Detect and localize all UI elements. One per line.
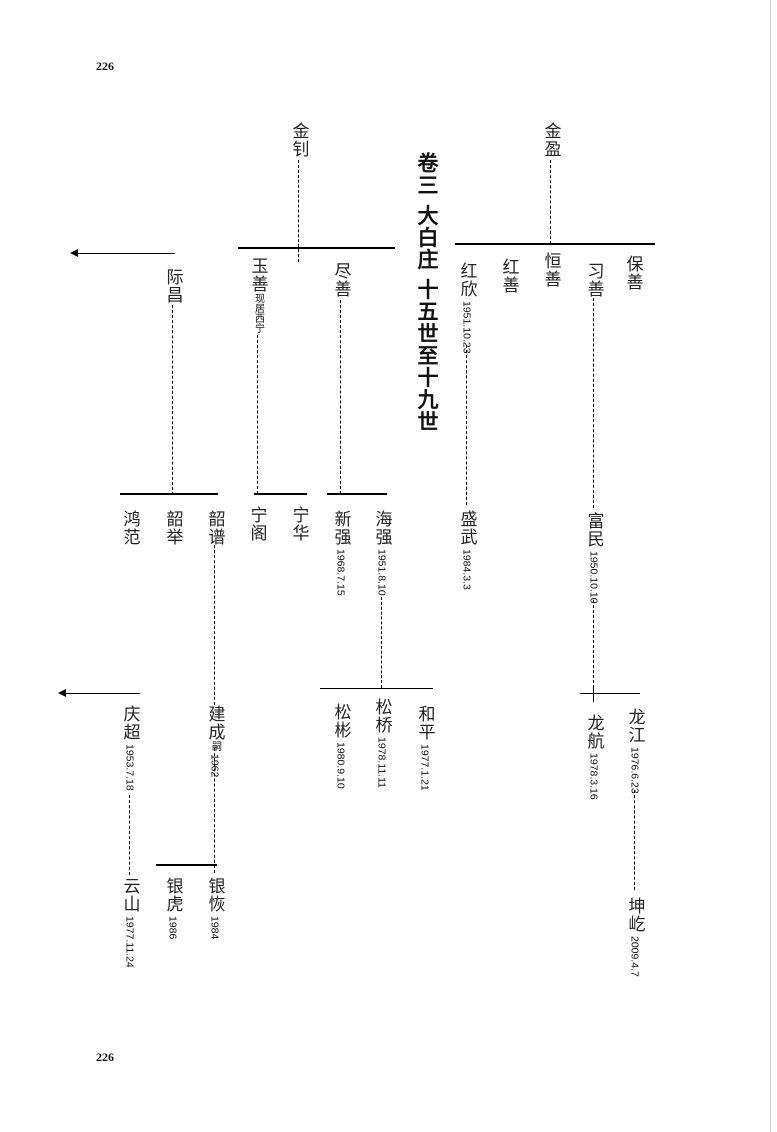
connector [634, 790, 635, 890]
person-node: 龙航1978.3.16 [583, 714, 604, 800]
person-node: 新强1968.7.15 [330, 510, 351, 596]
person-node: 松桥1978.11.11 [371, 698, 392, 788]
connector [172, 305, 173, 495]
connector [214, 545, 215, 705]
person-node: 云山1977.11.24 [119, 877, 140, 968]
sibling-line [455, 243, 655, 245]
person-node: 鸿范 [119, 510, 140, 546]
person-node: 尽善 [330, 262, 351, 298]
page-number-top: 226 [96, 59, 114, 73]
page-edge [770, 0, 771, 1132]
person-node: 银恢1984 [204, 877, 225, 940]
person-node: 红欣1951.10.23 [456, 262, 477, 354]
person-node: 恒善 [540, 252, 561, 288]
connector [340, 300, 341, 494]
person-node: 金盈 [540, 122, 561, 158]
page-title: 卷三 大白庄 十五世至十九世 [415, 152, 439, 433]
person-node: 建成嗣1962 [204, 705, 225, 778]
connector [466, 345, 467, 505]
connector [381, 597, 382, 688]
person-node: 海强1951.8.10 [371, 510, 392, 596]
sibling-line [580, 693, 640, 694]
person-node: 松彬1980.9.10 [330, 703, 351, 789]
person-node: 韶谱 [204, 510, 225, 546]
person-node: 龙江1976.6.23 [624, 708, 645, 794]
person-node: 庆超1953.7.18 [119, 705, 140, 791]
sibling-line [238, 247, 395, 249]
connector [593, 600, 594, 693]
person-node: 金钊 [288, 122, 309, 158]
connector [129, 795, 130, 875]
connector [593, 298, 594, 508]
arrow-left-icon [58, 689, 140, 697]
person-node: 和平1977.1.21 [414, 705, 435, 791]
connector [298, 160, 299, 262]
person-node: 韶举 [162, 510, 183, 546]
sibling-line [156, 864, 217, 866]
connector [214, 748, 215, 873]
person-node: 保善 [622, 255, 643, 291]
arrow-left-icon [70, 249, 175, 257]
person-node: 盛武1984.3.3 [456, 510, 477, 590]
sibling-line [327, 493, 387, 495]
person-node: 宁阁 [246, 506, 267, 542]
person-node: 玉善现居西宁 [247, 257, 268, 333]
person-node: 习善 [583, 262, 604, 298]
person-node: 际昌 [162, 268, 183, 304]
sibling-line [320, 688, 433, 689]
sibling-line [120, 493, 218, 495]
connector [593, 688, 594, 702]
person-node: 富民1950.10.10 [583, 512, 604, 604]
person-node: 红善 [498, 258, 519, 294]
page-number-bottom: 226 [96, 1050, 114, 1064]
sibling-line [254, 493, 307, 495]
person-node: 坤屹2009.4.7 [624, 897, 645, 977]
person-node: 银虎1986 [162, 877, 183, 940]
connector [550, 160, 551, 244]
person-node: 宁华 [288, 506, 309, 542]
connector [257, 335, 258, 494]
